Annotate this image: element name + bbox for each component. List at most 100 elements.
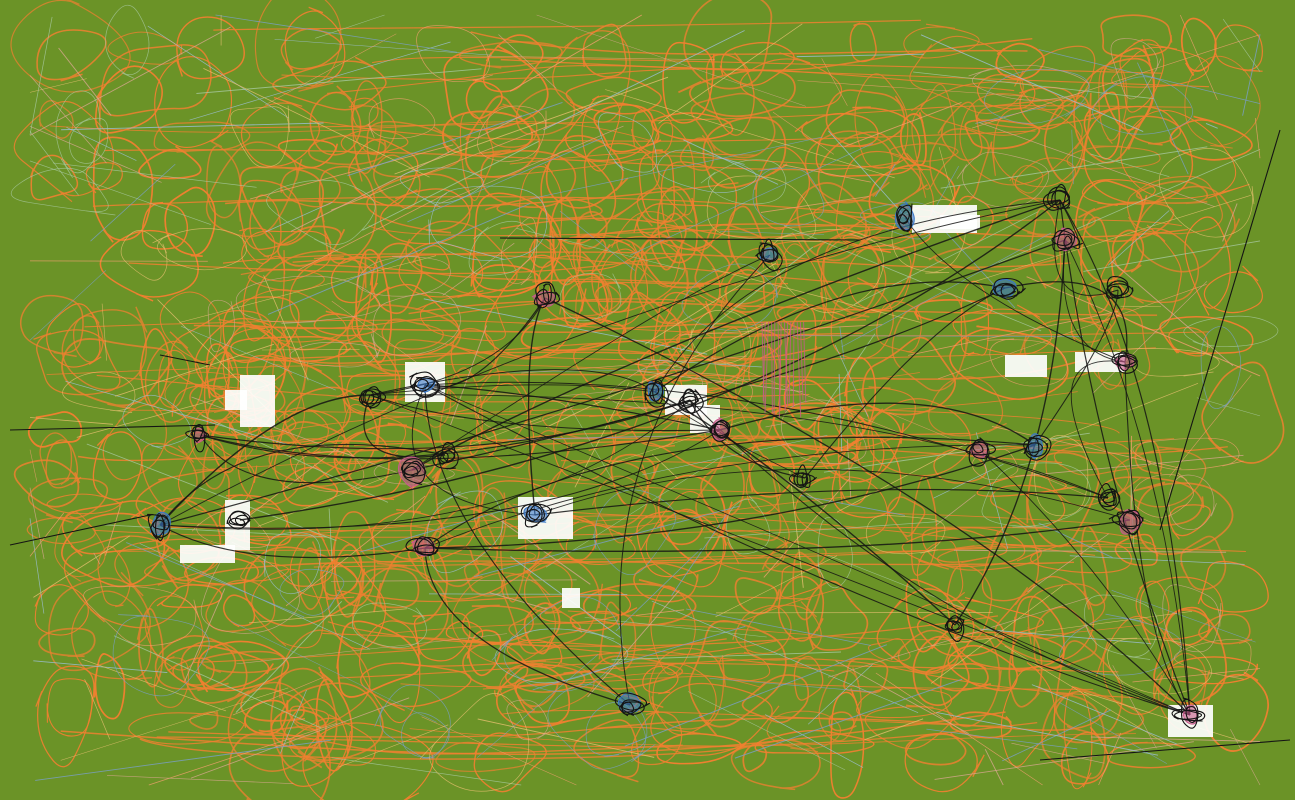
orange-scribble-loop [663,318,694,367]
orange-scribble-loop [45,439,82,489]
fine-pastel-line [979,122,1215,208]
orange-scribble-loop [868,638,911,663]
fine-pastel-loop [1183,315,1279,348]
fine-pastel-line [29,512,65,557]
fine-pastel-line [126,542,305,618]
scribble-knot-icon [945,617,965,631]
orange-scribble-loop [97,545,131,608]
connector-line [424,297,546,388]
fine-pastel-line [450,325,488,426]
highlight-box [562,588,580,608]
connector-line [1039,739,1291,761]
fine-pastel-line [1230,728,1261,786]
scribble-knot-icon [542,283,552,303]
fine-pastel-loop [294,448,365,493]
orange-scribble-loop [518,163,563,250]
orange-scribble-loop [98,44,212,121]
fine-pastel-loop [235,275,380,324]
orange-scribble-loop [1073,57,1155,164]
orange-scribble-loop [719,41,795,86]
fine-pastel-line [490,513,591,585]
orange-scribble-loop [901,527,1026,570]
orange-scribble-loop [581,23,627,78]
orange-sweep-stroke [313,545,1246,568]
fine-pastel-line [105,506,121,556]
orange-scribble-loop [837,404,875,506]
fine-pastel-line [828,597,1089,678]
orange-sweep-stroke [368,219,1183,237]
scribble-knot-icon [147,513,171,538]
fine-pastel-loop [263,532,321,595]
orange-scribble-loop [891,293,970,392]
scribble-knot-icon [994,282,1021,300]
orange-scribble-loop [360,662,472,712]
fine-pastel-line [371,409,465,420]
connector-line [159,199,1061,526]
fine-line-layer [10,4,1279,792]
orange-scribble-loop [975,99,1101,129]
orange-sweep-stroke [532,278,789,285]
fine-pastel-loop [700,159,787,205]
fine-pastel-line [263,275,309,381]
fine-pastel-line [875,672,1043,786]
orange-scribble-loop [829,386,916,448]
orange-scribble-loop [143,544,266,586]
orange-scribble-loop [1089,308,1151,387]
connector-line [159,429,721,529]
orange-scribble-loop [591,475,657,544]
orange-scribble-loop [856,686,952,719]
scribble-knot-icon [619,701,642,717]
fine-pastel-loop [817,517,853,589]
scribble-knot-icon [683,389,700,405]
fine-pastel-loop [416,25,493,82]
fine-pastel-line [532,625,746,691]
fine-pastel-loop [69,117,109,164]
orange-scribble-loop [688,620,787,736]
fine-pastel-line [29,16,53,135]
orange-sweep-stroke [221,105,1192,129]
orange-scribble-loop [443,44,549,131]
orange-sweep-stroke [453,345,737,366]
scribble-knot-icon [789,472,817,486]
orange-scribble-loop [912,635,970,707]
orange-scribble-loop [1197,560,1269,613]
orange-scribble-loop [240,96,320,168]
fine-pastel-line [215,14,457,53]
fine-pastel-line [938,147,958,213]
fine-pastel-line [844,101,962,147]
orange-scribble-loop [1111,229,1145,273]
orange-sweep-stroke [213,19,921,31]
fine-pastel-line [93,552,101,565]
orange-scribble-loop [558,280,622,317]
orange-scribble-loop [1166,656,1259,685]
scribble-knot-icon [441,441,456,462]
fine-pastel-line [315,14,385,39]
orange-scribble-loop [478,487,507,550]
orange-scribble-loop [465,79,503,120]
orange-scribble-loop [244,699,289,736]
scribble-knot-icon [414,378,430,390]
connector-line [654,391,956,626]
orange-scribble-loop [904,733,985,793]
orange-scribble-loop [271,327,309,424]
orange-scribble-loop [164,644,274,690]
connector-line [1062,239,1126,363]
scribble-knot-icon [409,371,439,397]
pink-hatch-line [771,321,773,413]
orange-scribble-loop [732,604,792,655]
connector-line [424,436,1036,549]
fine-pastel-line [629,142,874,256]
fine-pastel-line [265,201,333,233]
scribble-knot-icon [1116,355,1138,374]
orange-scribble-loop [1201,361,1285,464]
fine-pastel-line [521,355,748,374]
orange-scribble-loop [694,224,788,310]
connector-line [689,399,1191,716]
orange-scribble-loop [159,291,222,369]
fine-pastel-line [797,80,1028,97]
orange-sweep-stroke [500,217,848,238]
scribble-knot-icon [709,421,730,442]
orange-sweep-stroke [409,728,1136,747]
